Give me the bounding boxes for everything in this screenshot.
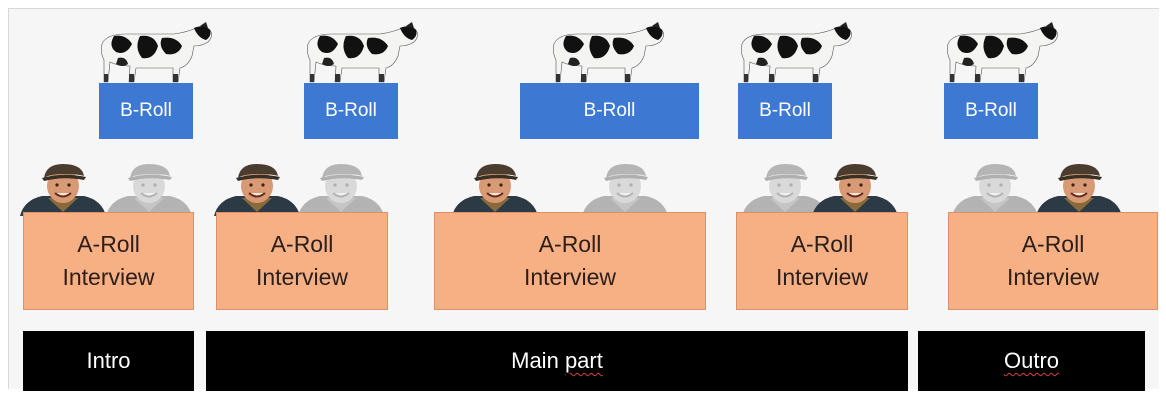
farmer-image bbox=[213, 163, 301, 216]
farmer-image bbox=[19, 163, 107, 216]
broll-box: B-Roll bbox=[304, 83, 398, 139]
segment-main-part: Main part bbox=[206, 331, 908, 391]
aroll-sublabel: Interview bbox=[523, 264, 617, 290]
segment-outro-label: Outro bbox=[1003, 348, 1060, 373]
segment-main-word2: part bbox=[564, 348, 603, 373]
aroll-label: A-Roll bbox=[538, 231, 602, 257]
broll-box: B-Roll bbox=[99, 83, 193, 139]
aroll-box: A-Roll Interview bbox=[216, 212, 388, 310]
cow-image bbox=[552, 22, 665, 83]
broll-box: B-Roll bbox=[520, 83, 699, 139]
aroll-box: A-Roll Interview bbox=[736, 212, 908, 310]
broll-box: B-Roll bbox=[738, 83, 832, 139]
aroll-sublabel: Interview bbox=[255, 264, 349, 290]
cow-image bbox=[306, 22, 419, 83]
segment-intro: Intro bbox=[23, 331, 194, 391]
aroll-label: A-Roll bbox=[1021, 231, 1085, 257]
segment-main-word1: Main bbox=[511, 348, 559, 373]
aroll-box: A-Roll Interview bbox=[948, 212, 1158, 310]
farmer-image bbox=[297, 163, 385, 216]
broll-box: B-Roll bbox=[944, 83, 1038, 139]
aroll-box: A-Roll Interview bbox=[23, 212, 194, 310]
farmer-image bbox=[1035, 163, 1123, 216]
aroll-label: A-Roll bbox=[790, 231, 854, 257]
aroll-sublabel: Interview bbox=[775, 264, 869, 290]
aroll-box: A-Roll Interview bbox=[434, 212, 706, 310]
farmer-image bbox=[811, 163, 899, 216]
cow-image bbox=[740, 22, 853, 83]
cow-image bbox=[946, 22, 1059, 83]
farmer-image bbox=[951, 163, 1039, 216]
aroll-label: A-Roll bbox=[77, 231, 140, 257]
farmer-image bbox=[451, 163, 539, 216]
farmer-image bbox=[105, 163, 193, 216]
cow-image bbox=[100, 22, 213, 83]
farmer-image bbox=[581, 163, 669, 216]
segment-intro-label: Intro bbox=[86, 348, 131, 373]
segment-outro: Outro bbox=[918, 331, 1145, 391]
aroll-sublabel: Interview bbox=[1006, 264, 1100, 290]
aroll-label: A-Roll bbox=[270, 231, 334, 257]
aroll-sublabel: Interview bbox=[62, 264, 155, 290]
segment-main-label: Main part bbox=[511, 348, 603, 374]
